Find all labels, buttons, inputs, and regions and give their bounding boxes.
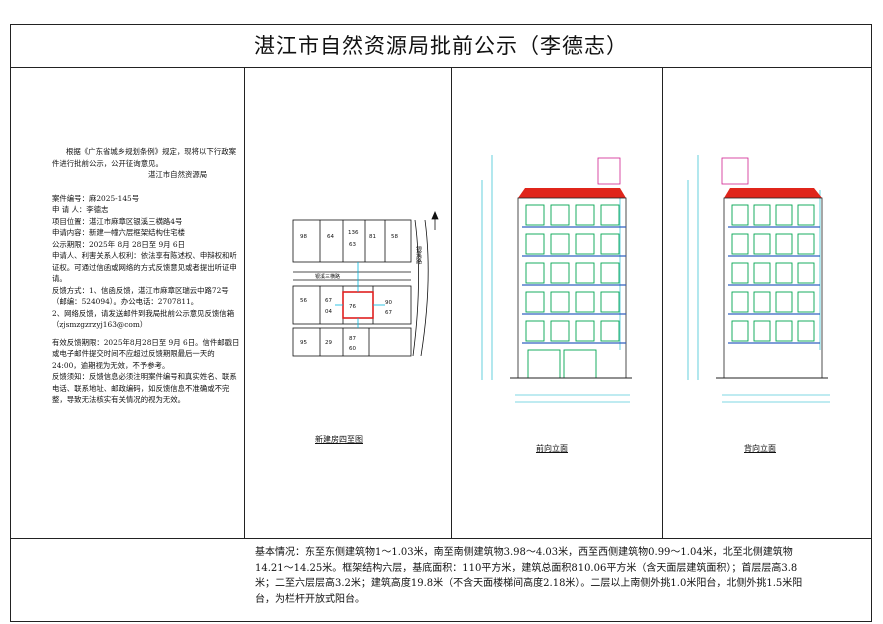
notice-frame [10, 24, 872, 622]
back-elevation [687, 155, 830, 403]
subject-lot [342, 291, 374, 319]
page-title: 湛江市自然资源局批前公示（李德志） [10, 24, 872, 68]
lot-label: 67 [325, 298, 332, 304]
divider [451, 68, 452, 538]
window [797, 233, 815, 255]
window [575, 291, 595, 313]
window [775, 291, 793, 313]
window [731, 320, 749, 342]
window [775, 233, 793, 255]
window [797, 320, 815, 342]
rights: 申请人、利害关系人权利：依法享有陈述权、申辩权和听证权。可通过信函或网络的方式反… [52, 251, 237, 283]
divider [10, 538, 872, 539]
window [575, 262, 595, 284]
notice-period: 公示期限：2025年 8月 28日至 9月 6日 [52, 239, 186, 249]
window [550, 262, 570, 284]
lot-label: 63 [349, 242, 356, 248]
lot-label: 90 [385, 300, 392, 306]
back-elevation-caption: 背向立面 [744, 444, 776, 453]
window [731, 204, 749, 226]
window [575, 320, 595, 342]
window [753, 204, 771, 226]
window [731, 233, 749, 255]
window [797, 204, 815, 226]
window [525, 291, 545, 313]
site-plan: 98 64 136 63 81 58 56 67 04 76 90 67 95 … [292, 210, 439, 357]
lot-label: 136 [348, 230, 359, 236]
site-plan-caption: 新建房四至图 [315, 435, 363, 444]
lot-label: 64 [327, 234, 334, 240]
window [550, 233, 570, 255]
lot-label: 98 [300, 234, 307, 240]
road-label-top: 银溪三横路 [315, 273, 340, 280]
road-label-right: 银溪路 [415, 245, 422, 265]
window [575, 204, 595, 226]
window [797, 291, 815, 313]
window [525, 320, 545, 342]
window [550, 204, 570, 226]
window [731, 291, 749, 313]
lot-label: 29 [325, 340, 332, 346]
divider [244, 68, 245, 538]
lot-label: 81 [369, 234, 376, 240]
window [753, 320, 771, 342]
lot-label: 87 [349, 336, 356, 342]
window [600, 262, 620, 284]
divider [662, 68, 663, 538]
window [525, 262, 545, 284]
issuer: 湛江市自然资源局 [148, 170, 208, 179]
case-no: 案件编号：麻2025-145号 [52, 193, 140, 203]
window [600, 320, 620, 342]
window [525, 233, 545, 255]
feedback-email: 2、网络反馈，请发送邮件到我局批前公示意见反馈信箱（zjsmzgzrzyj163… [52, 308, 235, 330]
project-summary: 基本情况：东至东侧建筑物1～1.03米，南至南侧建筑物3.98～4.03米，西至… [255, 547, 803, 605]
front-elevation-caption: 前向立面 [536, 444, 568, 453]
window [731, 262, 749, 284]
window [753, 291, 771, 313]
window [550, 320, 570, 342]
lot-label: 56 [300, 298, 307, 304]
applicant: 申 请 人：李德志 [52, 205, 109, 214]
application-content: 申请内容：新建一幢六层框架结构住宅楼 [52, 228, 186, 237]
window [550, 291, 570, 313]
window [600, 291, 620, 313]
lot-label: 04 [325, 309, 332, 315]
window [775, 262, 793, 284]
window [775, 204, 793, 226]
validity: 有效反馈期限：2025年8月28日至 9月 6日。信件邮戳日或电子邮件提交时间不… [52, 337, 240, 370]
window [600, 204, 620, 226]
window [753, 233, 771, 255]
window [600, 233, 620, 255]
lot-label: 67 [385, 310, 392, 316]
front-elevation [481, 155, 632, 403]
project-location: 项目位置：湛江市麻章区银溪三横路4号 [52, 216, 183, 226]
feedback-letter: 反馈方式：1、信函反馈，湛江市麻章区瑞云中路72号（邮编：524094）。办公电… [52, 285, 229, 307]
window [525, 204, 545, 226]
lot-label: 76 [349, 304, 356, 310]
lot-label: 58 [391, 234, 398, 240]
window [753, 262, 771, 284]
lot-label: 95 [300, 340, 307, 346]
window [797, 262, 815, 284]
window [575, 233, 595, 255]
window [775, 320, 793, 342]
intro: 根据《广东省城乡规划条例》规定，现将以下行政案件进行批前公示，公开征询意见。 [52, 147, 236, 168]
lot-label: 60 [349, 346, 356, 352]
notice-text: 根据《广东省城乡规划条例》规定，现将以下行政案件进行批前公示，公开征询意见。 湛… [52, 146, 242, 406]
feedback-notes: 反馈须知：反馈信息必须注明案件编号和真实姓名、联系电话、联系地址、邮政编码，如反… [52, 372, 237, 404]
